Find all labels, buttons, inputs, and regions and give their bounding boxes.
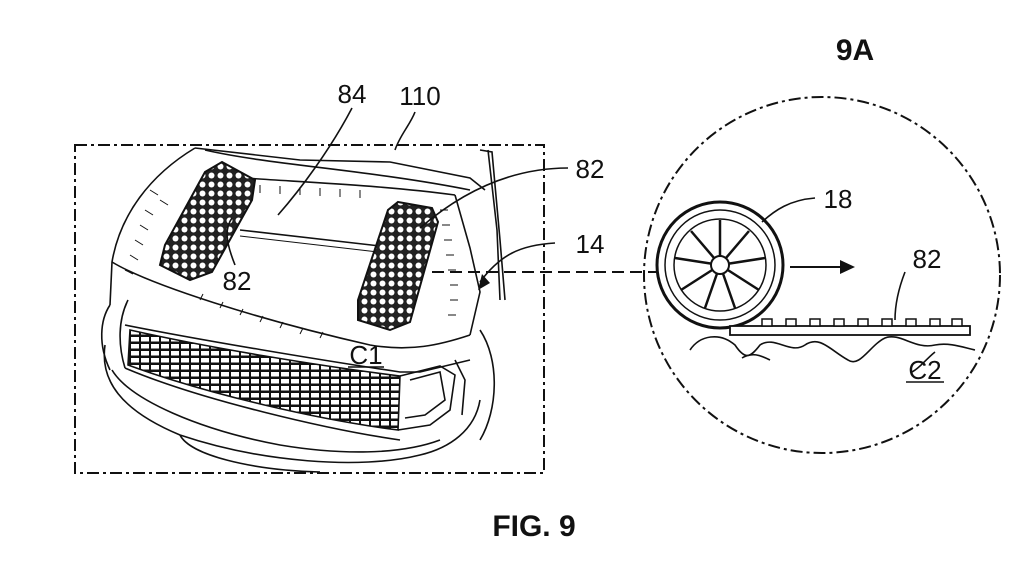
leader-84 bbox=[277, 107, 353, 216]
zone-boundary-frame bbox=[74, 144, 545, 474]
left-pad bbox=[158, 160, 257, 282]
leader-82-detail bbox=[894, 271, 906, 321]
arrow-14 bbox=[478, 274, 490, 290]
leader-82-left bbox=[226, 217, 236, 266]
label-82-detail: 82 bbox=[913, 244, 942, 274]
label-c1: C1 bbox=[349, 340, 382, 370]
leader-c2 bbox=[911, 351, 936, 373]
label-9a: 9A bbox=[836, 34, 874, 67]
leader-14 bbox=[479, 242, 556, 283]
figure-caption: FIG. 9 bbox=[492, 510, 575, 543]
leader-110 bbox=[394, 111, 416, 151]
label-18: 18 bbox=[824, 184, 853, 214]
vehicle-front-drawing bbox=[100, 147, 506, 473]
leader-82-right bbox=[419, 167, 569, 229]
leader-18 bbox=[761, 197, 816, 223]
label-82-left: 82 bbox=[223, 266, 252, 296]
detail-circle-9a bbox=[643, 96, 1001, 454]
label-84: 84 bbox=[338, 79, 367, 109]
wheel bbox=[655, 200, 785, 330]
detail-pad bbox=[729, 318, 971, 336]
right-pad bbox=[357, 200, 440, 332]
label-110: 110 bbox=[399, 81, 440, 111]
label-c2: C2 bbox=[908, 355, 941, 385]
terrain-contour bbox=[689, 335, 976, 363]
label-82-right: 82 bbox=[576, 154, 605, 184]
label-14: 14 bbox=[576, 229, 605, 259]
